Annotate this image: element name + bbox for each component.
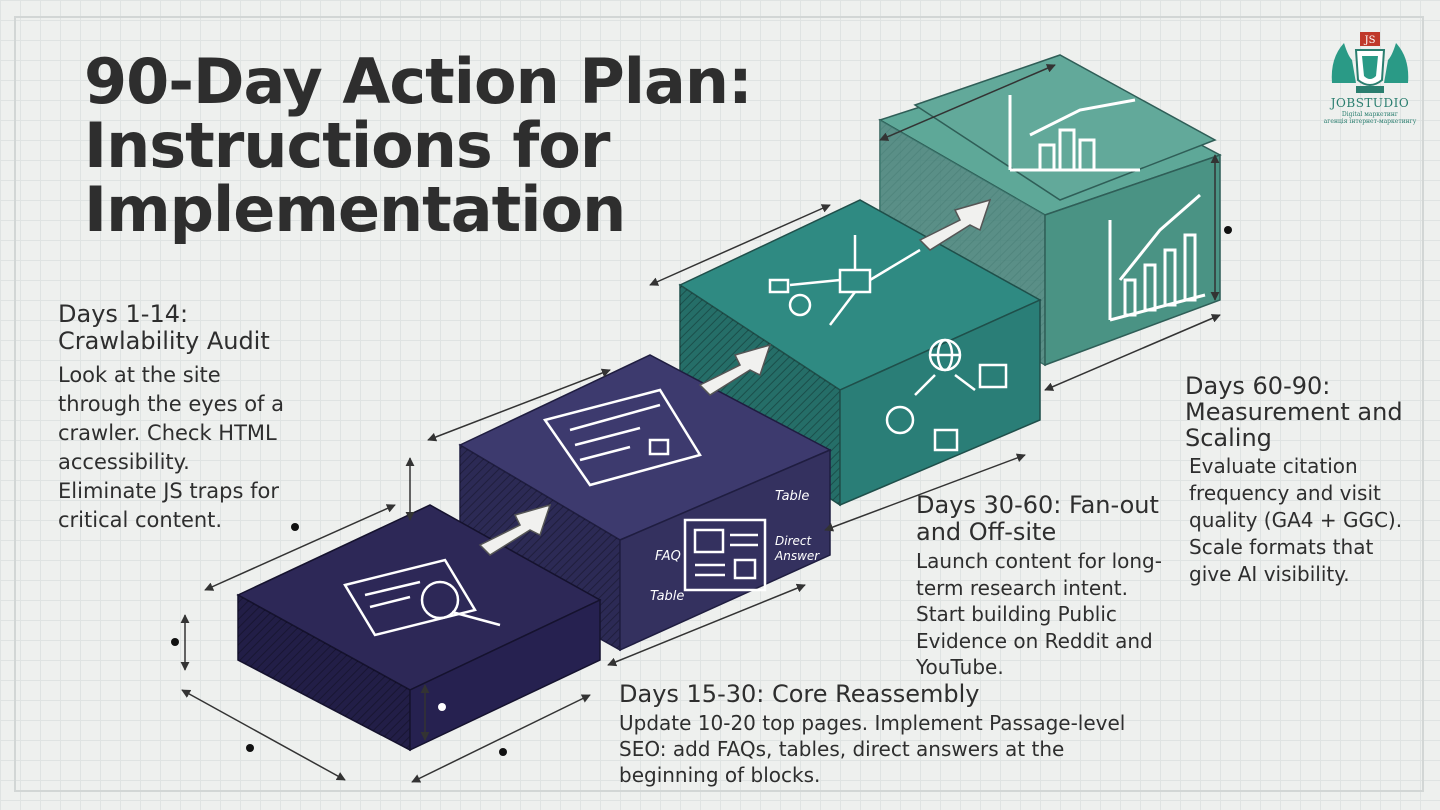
step-description: Launch content for long- term research i… <box>916 548 1186 681</box>
logo-tagline-line: агенція інтернет-маркетингу <box>1323 118 1417 125</box>
direct-answer-label: Direct <box>775 534 812 548</box>
magnifier-document-icon <box>343 558 501 637</box>
step-body-line: Start building Public <box>916 602 1117 626</box>
step-days-30-60: Days 30-60: Fan-out and Off-site Launch … <box>916 492 1186 681</box>
step-title-line: Measurement and <box>1185 398 1403 426</box>
logo-tagline: Digital маркетинг агенція інтернет-марке… <box>1322 111 1418 125</box>
step-description: Update 10-20 top pages. Implement Passag… <box>619 710 1179 788</box>
step-body-line: critical content. <box>58 508 223 532</box>
step-body-line: Evidence on Reddit and <box>916 628 1153 653</box>
step-title-line: Days 1-14: <box>58 300 189 328</box>
step-body-line: Update 10-20 top pages. Implement Passag… <box>619 711 1126 735</box>
step-days-60-90: Days 60-90: Measurement and Scaling Eval… <box>1185 373 1415 588</box>
table-label-2: Table <box>650 589 684 604</box>
step-title-line: and Off-site <box>916 518 1057 546</box>
step-body-line: Evaluate citation <box>1189 454 1358 478</box>
step-title-line: Scaling <box>1185 424 1272 452</box>
table-label-1: Table <box>775 489 809 504</box>
step-days-1-14: Days 1-14: Crawlability Audit Look at th… <box>58 301 338 535</box>
globe-icon <box>885 338 1008 452</box>
step-body-line: YouTube. <box>916 655 1004 679</box>
step-description: Look at the site through the eyes of a c… <box>58 361 338 535</box>
step-body-line: quality (GA4 + GGC). <box>1189 508 1403 532</box>
step-body-line: beginning of blocks. <box>619 763 821 787</box>
outer-frame <box>14 16 1424 792</box>
step-title: Days 60-90: Measurement and Scaling <box>1185 373 1415 451</box>
svg-text:JS: JS <box>1364 35 1376 46</box>
step-body-line: Scale formats that <box>1189 535 1374 559</box>
step-body-line: give AI visibility. <box>1189 562 1350 586</box>
step-days-15-30: Days 15-30: Core Reassembly Update 10-20… <box>619 681 1179 788</box>
step-title-line: Days 30-60: Fan-out <box>916 491 1159 519</box>
step-title: Days 30-60: Fan-out and Off-site <box>916 492 1186 546</box>
faq-label: FAQ <box>655 549 681 564</box>
step-title-line: Days 60-90: <box>1185 372 1331 400</box>
jobstudio-logo: JS JOBSTUDIO Digital маркетинг агенція і… <box>1322 28 1418 125</box>
step-title: Days 1-14: Crawlability Audit <box>58 301 338 355</box>
step-title-line: Days 15-30: Core Reassembly <box>619 680 980 708</box>
step-body-line: term research intent. <box>916 575 1128 600</box>
step-description: Evaluate citation frequency and visit qu… <box>1185 453 1415 588</box>
step-body-line: frequency and visit <box>1189 481 1381 505</box>
cube-days-1-14 <box>236 504 602 752</box>
step-body-line: crawler. Check HTML <box>58 421 277 445</box>
title-line: Instructions for <box>84 109 610 182</box>
dimension-lines <box>180 64 1221 783</box>
logo-tagline-line: Digital маркетинг <box>1341 111 1399 118</box>
logo-emblem-icon: JS <box>1331 32 1409 93</box>
step-arrows <box>478 198 992 556</box>
step-body-line: Look at the site <box>58 363 221 387</box>
step-title: Days 15-30: Core Reassembly <box>619 681 1179 708</box>
dimension-dots <box>171 226 1232 756</box>
step-body-line: through the eyes of a <box>58 392 284 416</box>
title-line: Implementation <box>84 173 626 246</box>
step-title-line: Crawlability Audit <box>58 327 270 355</box>
growth-chart-icon <box>1108 193 1206 322</box>
step-body-line: accessibility. <box>58 450 190 474</box>
title-line: 90-Day Action Plan: <box>84 45 753 118</box>
logo-name: JOBSTUDIO <box>1330 96 1410 110</box>
step-body-line: SEO: add FAQs, tables, direct answers at… <box>619 737 1065 761</box>
step-body-line: Launch content for long- <box>916 549 1162 573</box>
direct-answer-label-2: Answer <box>774 549 820 563</box>
step-body-line: Eliminate JS traps for <box>58 479 279 503</box>
page-title: 90-Day Action Plan: Instructions for Imp… <box>84 45 753 246</box>
